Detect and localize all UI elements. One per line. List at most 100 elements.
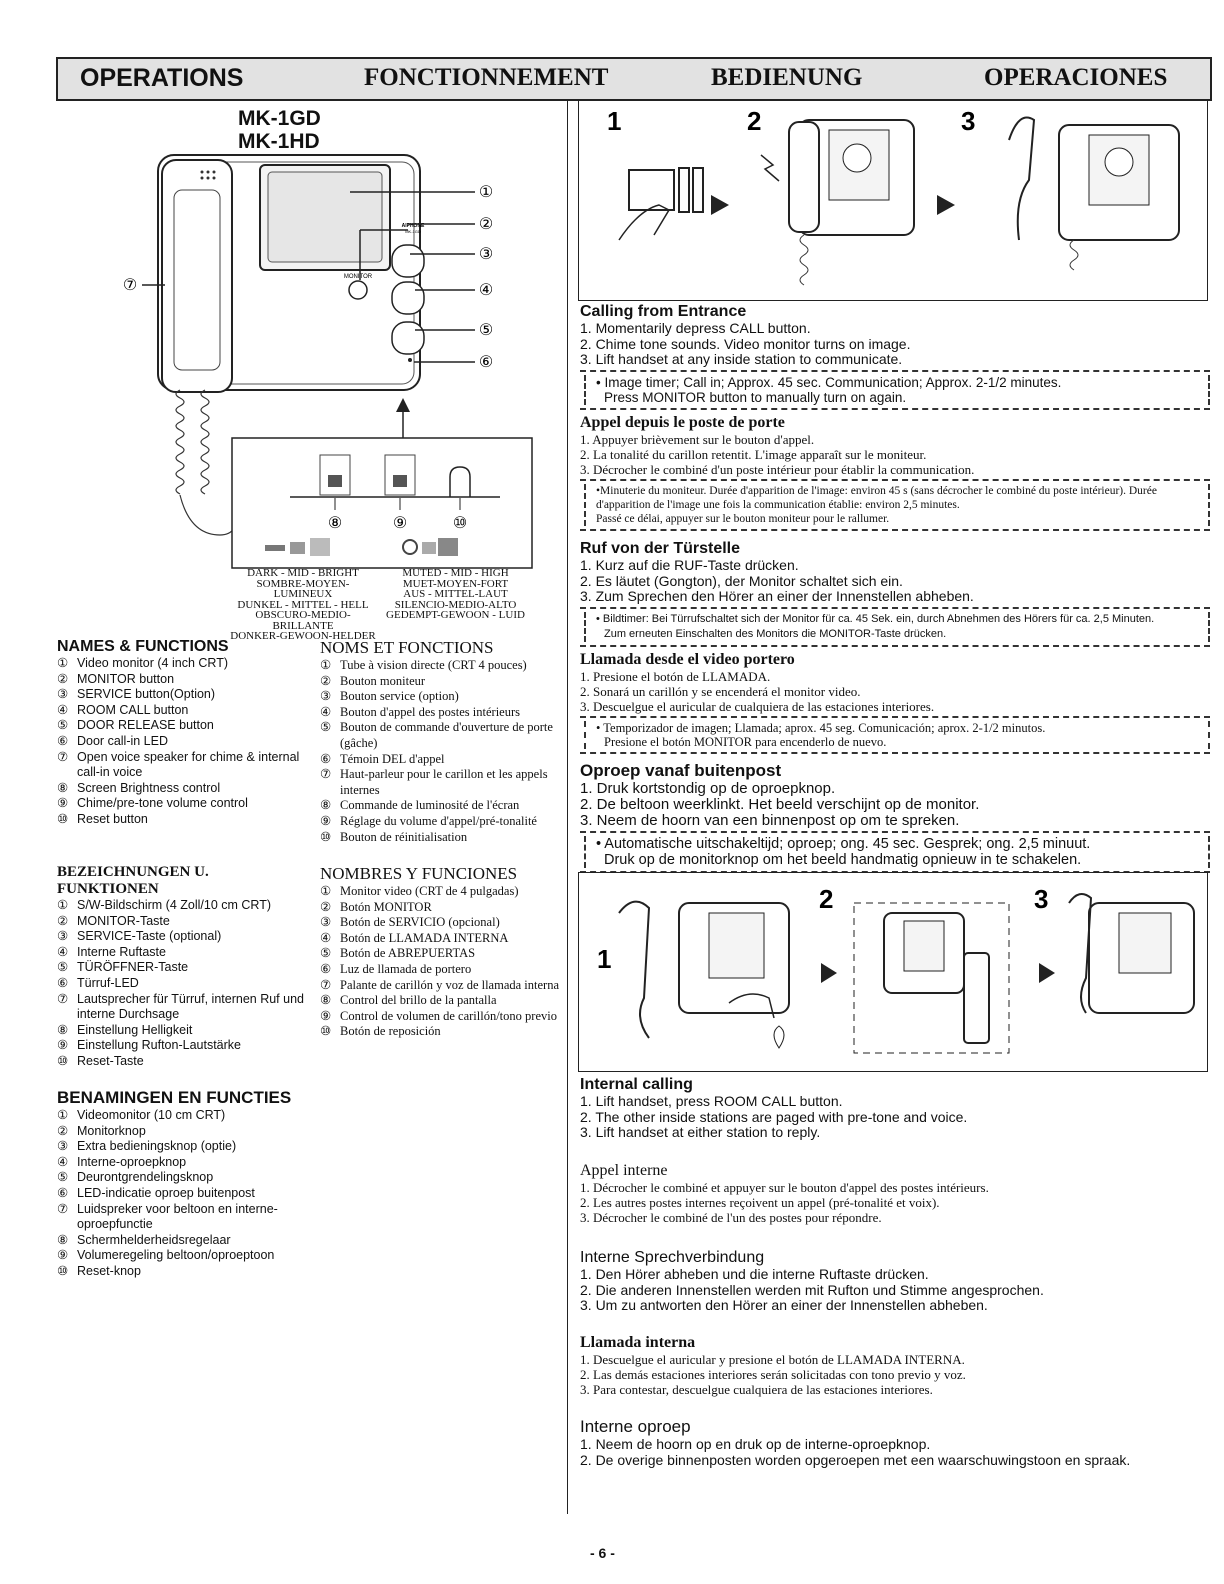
calling-es-step: 2. Sonará un carillón y se encenderá el … [580,684,861,699]
calling-es-step: 1. Presione el botón de LLAMADA. [580,669,771,684]
fig1-step-1: 1 [607,106,621,136]
column-divider [567,99,568,1514]
internal-de-step: 1. Den Hörer abheben und die interne Ruf… [580,1266,929,1282]
internal-fr-step: 3. Décrocher le combiné de l'un des post… [580,1210,882,1225]
internal-es-step: 3. Para contestar, descuelgue cualquiera… [580,1382,933,1397]
internal-en-title: Internal calling [580,1076,693,1093]
monitor-diagram: AIPHONE MK-1GD MONITOR ① ② ③ ④ ⑤ ⑥ ⑦ [123,154,533,569]
callout-8: ⑧ [328,515,342,532]
names-de-title: BEZEICHNUNGEN U. FUNKTIONEN [57,864,209,897]
internal-es-step: 2. Las demás estaciones interiores serán… [580,1367,966,1382]
calling-de-note: • Bildtimer: Bei Türrufschaltet sich der… [580,606,1210,647]
calling-nl-note: • Automatische uitschakeltijd; oproep; o… [580,831,1210,873]
internal-de: Interne Sprechverbindung 1. Den Hörer ab… [580,1249,1210,1314]
header-de: BEDIENUNG [711,64,863,91]
calling-de-step: 1. Kurz auf die RUF-Taste drücken. [580,557,799,573]
names-en-title: NAMES & FUNCTIONS [57,638,229,655]
calling-de-step: 3. Zum Sprechen den Hörer an einer der I… [580,588,974,604]
calling-nl-step: 3. Neem de hoorn van een binnenpost op o… [580,812,960,829]
model-label: MK-1GD [405,229,421,234]
internal-de-step: 2. Die anderen Innenstellen werden mit R… [580,1281,1044,1298]
callout-9: ⑨ [393,515,407,532]
calling-de: Ruf von der Türstelle 1. Kurz auf die RU… [580,540,1210,647]
internal-en-step: 2. The other inside stations are paged w… [580,1108,968,1125]
calling-de-step: 2. Es läutet (Gongton), der Monitor scha… [580,572,903,589]
internal-en: Internal calling 1. Lift handset, press … [580,1076,1210,1141]
callout-4: ④ [479,282,493,299]
internal-nl: Interne oproep 1. Neem de hoorn op en dr… [580,1417,1180,1468]
calling-en-note: • Image timer; Call in; Approx. 45 sec. … [580,369,1210,410]
callout-2: ② [479,216,493,233]
fig2-step-2: 2 [819,884,833,914]
internal-en-step: 1. Lift handset, press ROOM CALL button. [580,1093,843,1109]
calling-nl-step: 1. Druk kortstondig op de oproepknop. [580,780,836,797]
calling-fr-note: •Minuterie du moniteur. Durée d'appariti… [580,479,1210,531]
header-en: OPERATIONS [80,64,244,92]
calling-nl: Oproep vanaf buitenpost 1. Druk kortston… [580,761,1210,873]
names-fr-title: NOMS ET FONCTIONS [320,638,494,657]
calling-de-title: Ruf von der Türstelle [580,540,741,557]
fig2-step-3: 3 [1034,884,1048,914]
header-es: OPERACIONES [984,64,1168,91]
figure-internal-call: 1 2 3 [578,872,1208,1072]
internal-en-step: 3. Lift handset at either station to rep… [580,1124,821,1140]
model-name-1: MK-1GD [238,107,321,130]
calling-fr-step: 2. La tonalité du carillon retentit. L'i… [580,447,927,462]
calling-fr-step: 1. Appuyer brièvement sur le bouton d'ap… [580,432,815,447]
internal-fr: Appel interne 1. Décrocher le combiné et… [580,1162,1210,1225]
internal-nl-step: 1. Neem de hoorn op en druk op de intern… [580,1436,931,1452]
calling-es-title: Llamada desde el video portero [580,651,795,668]
callout-6: ⑥ [479,354,493,371]
brightness-levels: DARK - MID - BRIGHT SOMBRE-MOYEN-LUMINEU… [230,567,376,642]
calling-nl-title: Oproep vanaf buitenpost [580,761,782,780]
calling-fr: Appel depuis le poste de porte 1. Appuye… [580,414,1210,531]
internal-fr-step: 2. Les autres postes internes reçoivent … [580,1195,940,1210]
calling-fr-title: Appel depuis le poste de porte [580,414,785,431]
callout-1: ① [479,184,493,201]
fig1-step-2: 2 [747,106,761,136]
internal-nl-step: 2. De overige binnenposten worden opgero… [580,1451,1131,1468]
figure-entrance-call: 1 2 3 [578,99,1208,301]
names-es-title: NOMBRES Y FUNCIONES [320,864,518,883]
calling-en: Calling from Entrance 1. Momentarily dep… [580,303,1210,410]
calling-es: Llamada desde el video portero 1. Presio… [580,651,1210,754]
names-nl-title: BENAMINGEN EN FUNCTIES [57,1088,292,1107]
internal-fr-title: Appel interne [580,1162,668,1179]
calling-en-step: 1. Momentarily depress CALL button. [580,320,811,336]
internal-fr-step: 1. Décrocher le combiné et appuyer sur l… [580,1180,989,1195]
calling-en-step: 3. Lift handset at any inside station to… [580,351,903,367]
